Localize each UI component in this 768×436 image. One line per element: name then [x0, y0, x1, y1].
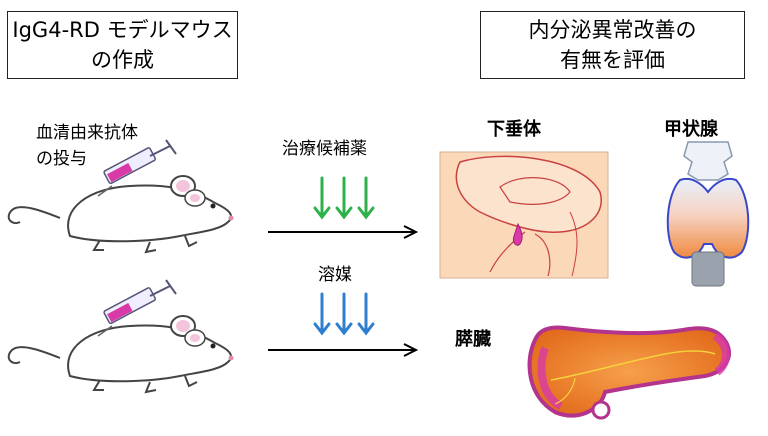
model-creation-box: IgG4-RD モデルマウス の作成 [7, 11, 238, 79]
pancreas-illustration [527, 325, 731, 420]
solvent-label: 溶媒 [318, 265, 352, 285]
serum-antibody-line1: 血清由来抗体 [36, 123, 138, 143]
syringe-top-icon [97, 139, 177, 197]
mouse-top-illustration [7, 139, 234, 254]
solvent-arrows-icon [313, 292, 375, 336]
pancreas-label: 膵臓 [455, 329, 491, 350]
serum-antibody-label: 血清由来抗体 の投与 [36, 120, 138, 172]
syringe-bottom-icon [97, 279, 177, 337]
treatment-label: 治療候補薬 [282, 139, 367, 159]
serum-antibody-line2: の投与 [36, 149, 87, 169]
top-flow-arrow [268, 225, 419, 239]
pituitary-label: 下垂体 [487, 119, 541, 140]
evaluation-line1: 内分泌異常改善の [528, 18, 697, 42]
evaluation-line2: 有無を評価 [560, 48, 665, 72]
model-creation-line2: の作成 [91, 48, 154, 72]
evaluation-box: 内分泌異常改善の 有無を評価 [480, 11, 745, 79]
thyroid-label: 甲状腺 [664, 119, 718, 140]
mouse-bottom-illustration [7, 279, 234, 394]
thyroid-illustration [666, 141, 750, 287]
treatment-arrows-icon [313, 176, 375, 220]
bottom-flow-arrow [268, 343, 419, 357]
model-creation-line1: IgG4-RD モデルマウス [12, 18, 233, 42]
pituitary-illustration [439, 151, 609, 279]
